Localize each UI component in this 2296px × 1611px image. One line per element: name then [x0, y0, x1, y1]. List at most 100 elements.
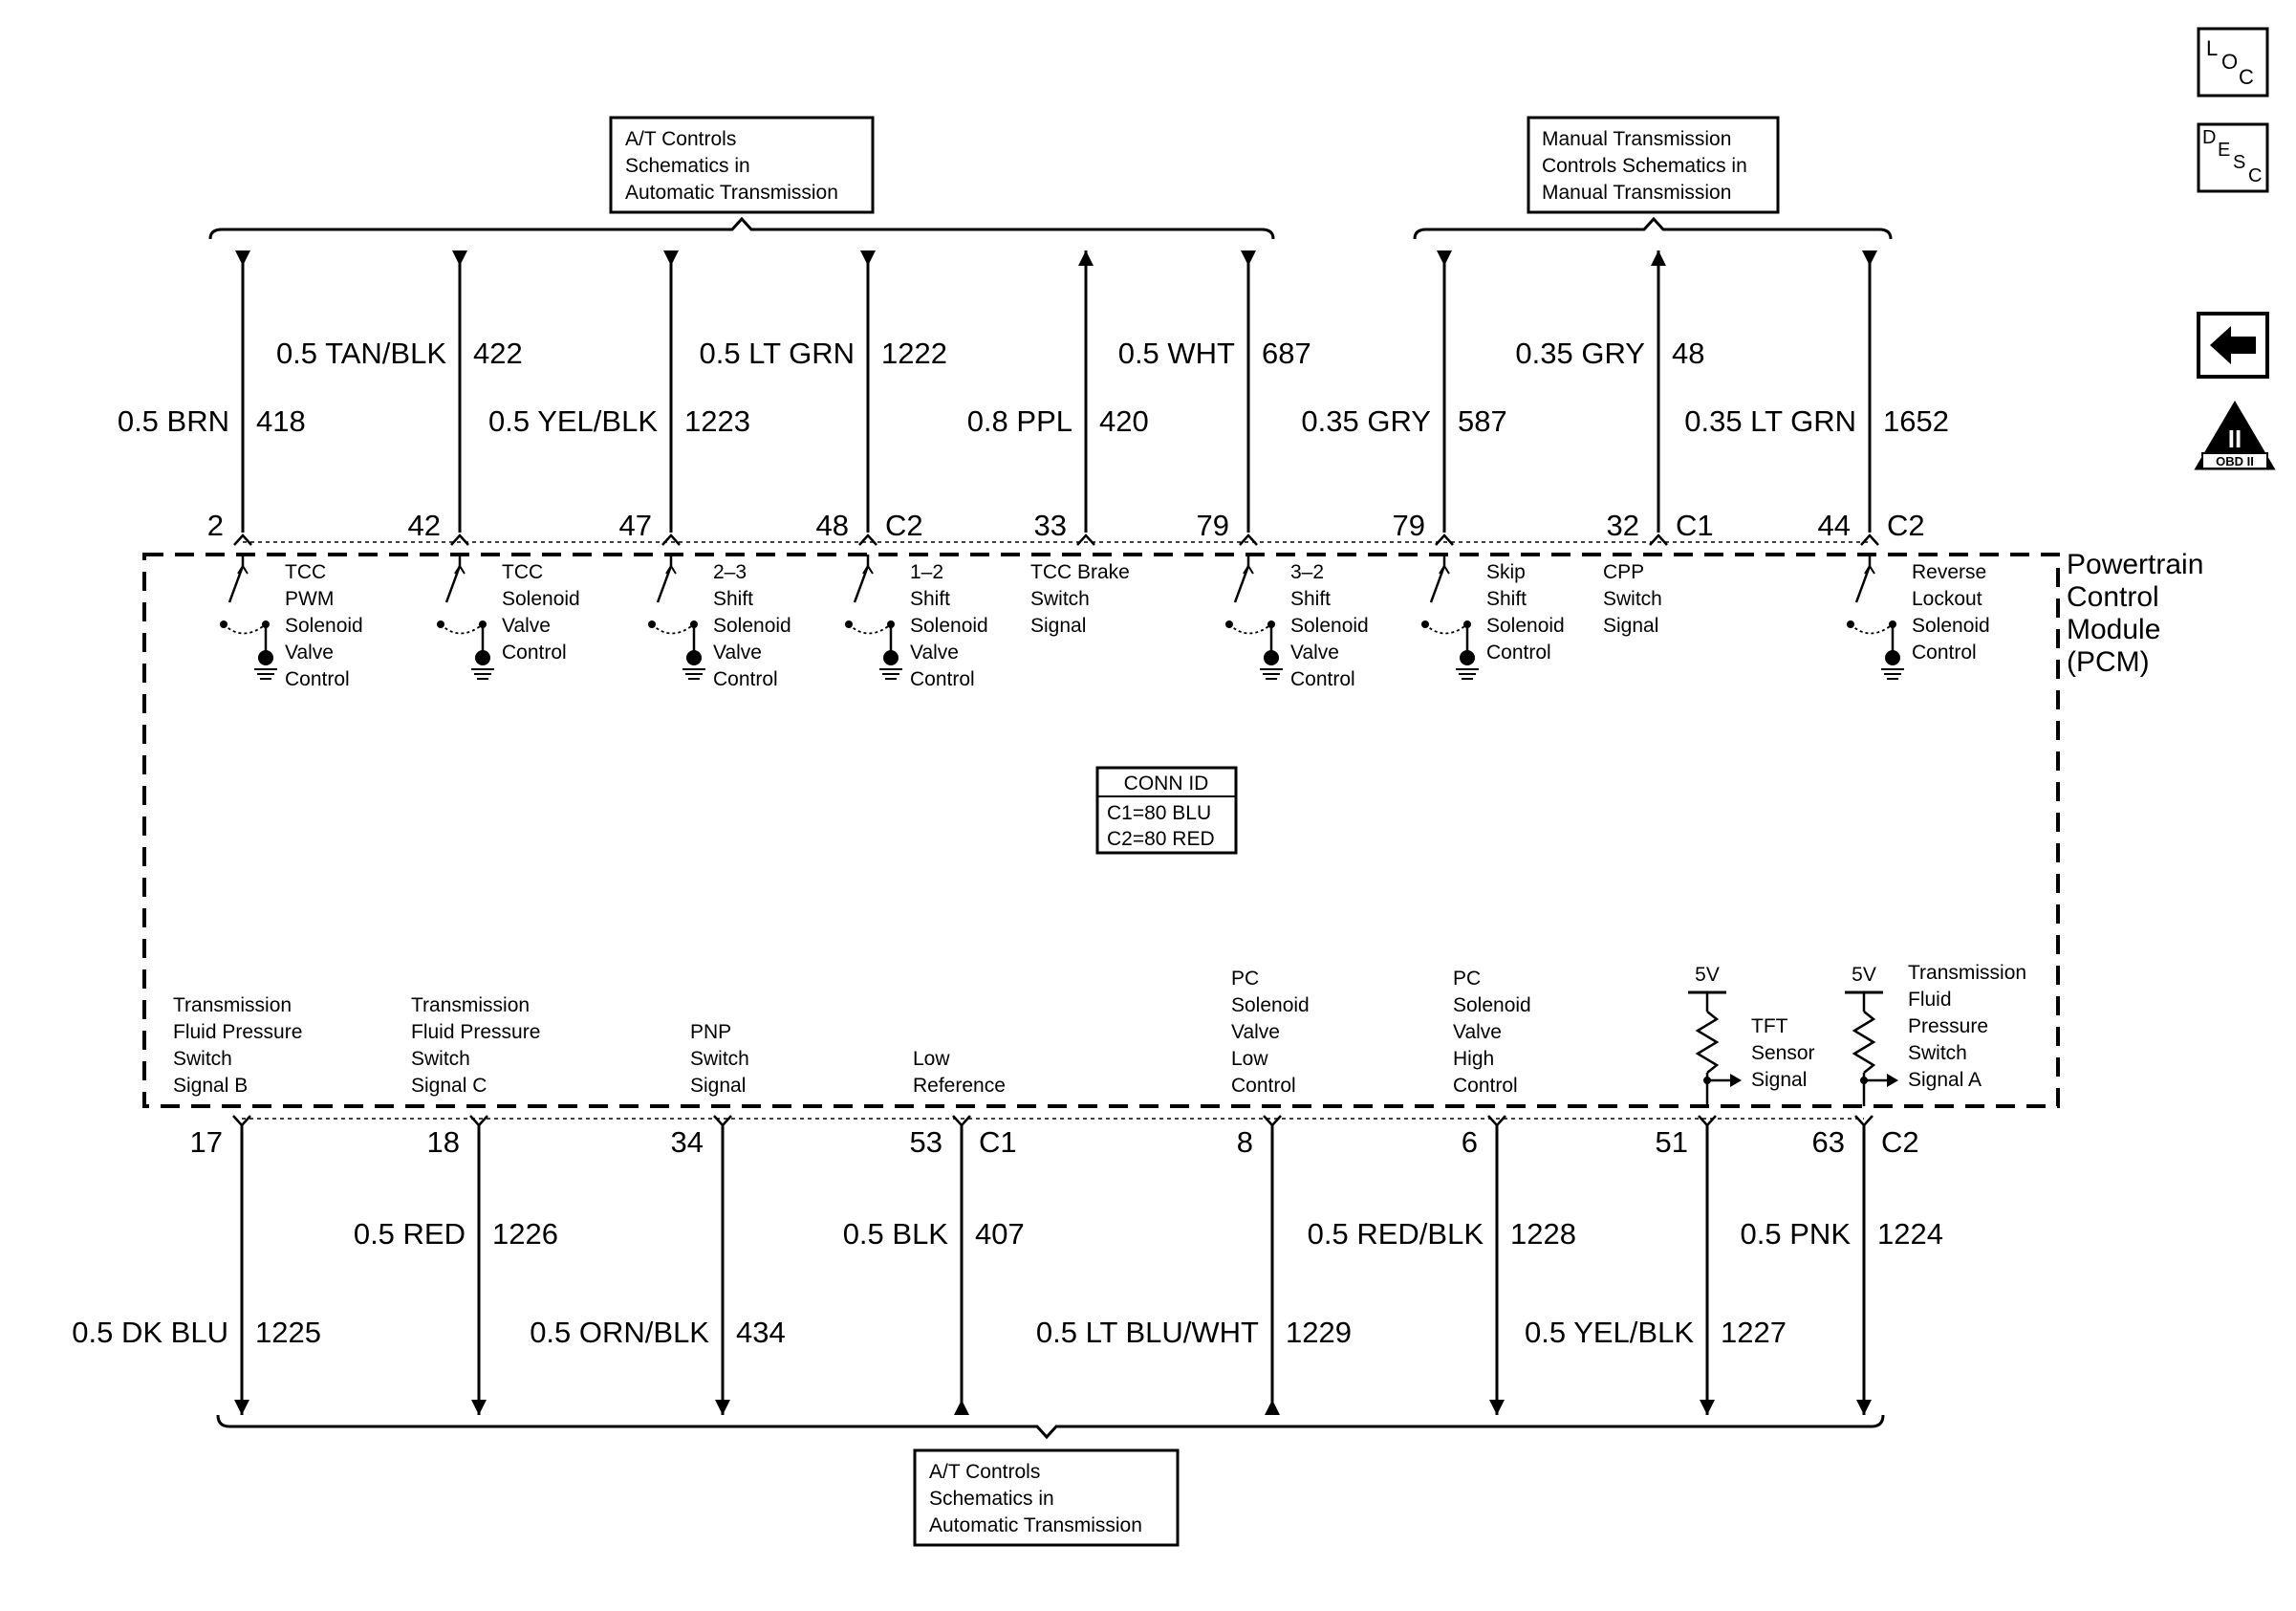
pullup-resistor-icon: 5V	[1845, 964, 1898, 1106]
reference-box-top-right[interactable]: Manual Transmission Controls Schematics …	[1527, 116, 1780, 214]
pin-number: 44	[1818, 509, 1851, 542]
wire-color: 0.5 LT GRN	[699, 337, 855, 370]
connector-id-title: CONN ID	[1124, 773, 1209, 795]
circuit-number: 407	[975, 1217, 1025, 1251]
circuit-number: 1652	[1883, 404, 1949, 438]
pin-number: 17	[190, 1125, 223, 1159]
arrow-down-icon	[1489, 1400, 1505, 1415]
reference-top-right-line-3: Manual Transmission	[1542, 182, 1731, 204]
connector-name: C2	[885, 509, 923, 542]
wire-color: 0.5 LT BLU/WHT	[1036, 1316, 1259, 1349]
reference-box-bottom[interactable]: A/T Controls Schematics in Automatic Tra…	[913, 1448, 1180, 1547]
wire-color: 0.5 TAN/BLK	[276, 337, 446, 370]
connector-terminal-icon	[450, 533, 469, 546]
wire-color: 0.5 YEL/BLK	[488, 404, 658, 438]
circuit-number: 687	[1262, 337, 1311, 370]
pin-number: 33	[1034, 509, 1067, 542]
reference-bottom-line-3: Automatic Transmission	[929, 1514, 1142, 1536]
connector-terminal-icon	[661, 533, 681, 546]
location-icon[interactable]: L O C	[2197, 27, 2269, 98]
wire-color: 0.5 RED/BLK	[1308, 1217, 1484, 1251]
circuit-number: 418	[256, 404, 306, 438]
svg-text:L: L	[2206, 36, 2218, 60]
svg-text:OBD II: OBD II	[2216, 454, 2254, 468]
reference-top-right-line-1: Manual Transmission	[1542, 128, 1731, 150]
svg-text:O: O	[2221, 50, 2238, 74]
arrow-down-icon	[1700, 1400, 1715, 1415]
reference-box-top-left[interactable]: A/T Controls Schematics in Automatic Tra…	[609, 116, 875, 214]
circuit-number: 1224	[1877, 1217, 1943, 1251]
bracket-top-right	[1413, 216, 1893, 240]
wire-color: 0.5 BLK	[843, 1217, 949, 1251]
connector-lines	[242, 541, 1870, 1120]
circuit-number: 422	[473, 337, 523, 370]
circuit-number: 1228	[1510, 1217, 1576, 1251]
connector-terminal-icon	[858, 533, 877, 546]
bracket-top-left	[208, 216, 1275, 240]
connector-terminal-icon	[713, 1115, 732, 1127]
pin-number: 6	[1462, 1125, 1478, 1159]
solenoid-driver-switch-icon	[1847, 555, 1904, 680]
obd-ii-icon[interactable]: II OBD II	[2194, 401, 2276, 470]
arrow-down-icon	[471, 1400, 487, 1415]
connector-id-c2: C2=80 RED	[1107, 828, 1215, 850]
circuit-number: 1226	[492, 1217, 558, 1251]
solenoid-driver-switch-icon	[845, 555, 902, 680]
reference-bottom-line-1: A/T Controls	[929, 1461, 1040, 1483]
pin-number: 53	[910, 1125, 942, 1159]
arrow-down-icon	[452, 250, 467, 266]
connector-terminal-icon	[233, 533, 252, 546]
circuit-number: 587	[1458, 404, 1507, 438]
connector-name: C2	[1887, 509, 1925, 542]
wire-color: 0.5 RED	[354, 1217, 466, 1251]
connector-terminal-icon	[1860, 533, 1879, 546]
description-icon[interactable]: D E S C	[2197, 122, 2269, 193]
connector-terminal-icon	[1239, 533, 1258, 546]
connector-terminal-icon	[952, 1115, 971, 1127]
arrow-down-icon	[1437, 250, 1452, 266]
wire-color: 0.35 GRY	[1301, 404, 1431, 438]
svg-text:D: D	[2202, 127, 2216, 148]
reference-top-left-line-3: Automatic Transmission	[625, 182, 838, 204]
pin-number: 48	[816, 509, 849, 542]
pullup-resistor-icon: 5V	[1688, 964, 1742, 1106]
pin-number: 51	[1656, 1125, 1688, 1159]
svg-text:C: C	[2248, 165, 2262, 186]
solenoid-driver-switch-icon	[220, 555, 277, 680]
svg-text:C: C	[2239, 65, 2254, 89]
pin-number: 8	[1237, 1125, 1253, 1159]
back-arrow-icon[interactable]	[2197, 312, 2269, 379]
svg-text:E: E	[2218, 140, 2230, 161]
pin-number: 18	[427, 1125, 460, 1159]
